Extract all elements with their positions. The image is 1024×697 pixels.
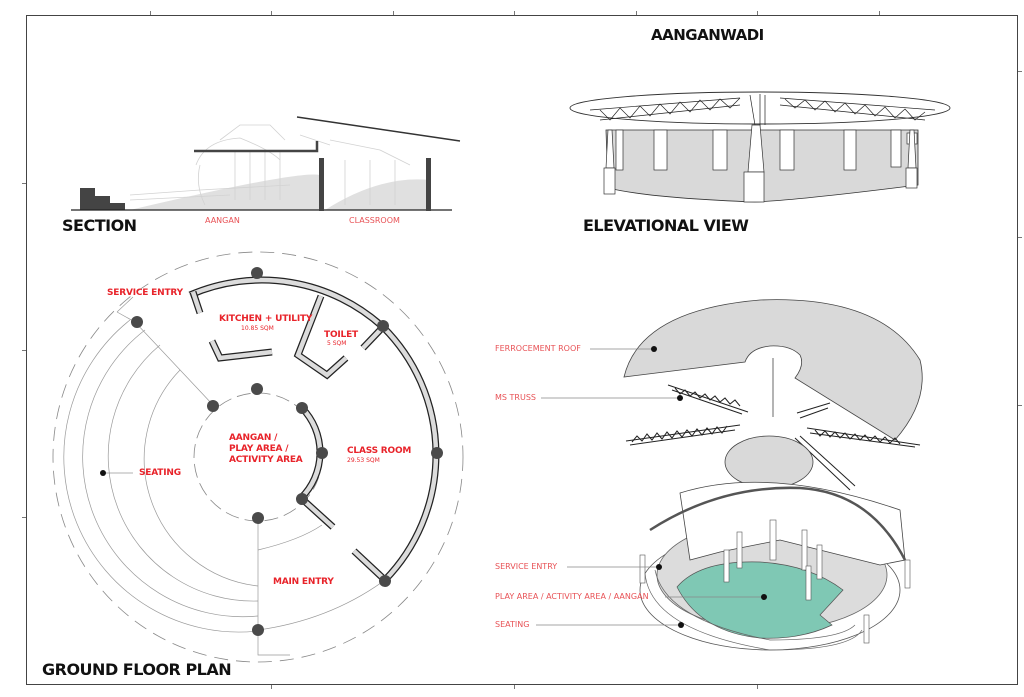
exploded-ferrocement-roof [623,299,923,441]
border-tick [271,11,272,15]
section-ghost-lines [129,124,411,206]
plan-label-classroom: CLASS ROOM [347,446,412,456]
callout-play-area: PLAY AREA / ACTIVITY AREA / AANGAN [495,592,649,601]
plan-toilet-wall [295,295,348,378]
border-tick [514,685,515,689]
exploded-ms-truss [625,384,921,491]
plan-label-service-entry: SERVICE ENTRY [107,288,183,298]
elevation-drawing [569,91,951,203]
callout-ms-truss: MS TRUSS [495,393,536,402]
plan-area-kitchen: 10.85 SQM [241,325,274,332]
section-steps [80,188,125,210]
floor-plan [52,251,464,663]
exploded-center-disc [724,435,814,489]
exploded-seating-ring [644,572,863,651]
border-tick [636,11,637,15]
exploded-seating-ring [654,569,856,641]
border-tick [879,11,880,15]
plan-kitchen-inner-wall [209,340,273,361]
section-drawing [71,116,461,211]
border-tick [1018,405,1022,406]
plan-area-classroom: 29.53 SQM [347,457,380,464]
exploded-callout-leaders [536,348,762,626]
section-title: SECTION [62,216,137,235]
plan-label-toilet: TOILET [324,330,358,340]
plan-columns [131,267,443,636]
section-label-classroom: CLASSROOM [349,216,400,225]
plan-kitchen-wall [190,291,203,314]
plan-label-seating: SEATING [139,468,181,478]
plan-seating-marker [100,470,106,476]
plan-label-aangan-1: AANGAN / [229,433,278,443]
exploded-wall-top [649,486,907,561]
elevation-truss [589,94,936,128]
plan-main-entry-arc [257,524,323,551]
plan-label-aangan-2: PLAY AREA / [229,444,289,454]
section-roof-slab [194,141,319,153]
plan-outer-dashed-boundary [52,251,464,663]
exploded-view [536,299,923,651]
plan-label-aangan-3: ACTIVITY AREA [229,455,303,465]
plan-main-entry-arc [257,579,386,631]
exploded-callout-markers [651,346,767,628]
border-tick [757,685,758,689]
plan-area-toilet: 5 SQM [327,340,347,347]
border-tick [1018,71,1022,72]
elevation-windows [615,129,918,171]
plan-classroom-wall [352,549,387,582]
border-tick [150,11,151,15]
section-ground-fill [325,179,430,210]
plan-outer-wall-fill [189,277,439,582]
plan-label-main-entry: MAIN ENTRY [273,577,334,587]
section-sloped-roof [296,116,461,142]
border-tick [271,685,272,689]
callout-seating: SEATING [495,620,530,629]
plan-title: GROUND FLOOR PLAN [42,660,232,679]
border-tick [22,350,26,351]
section-ground-fill [130,174,320,210]
border-tick [22,183,26,184]
border-tick [514,11,515,15]
callout-ferrocement-roof: FERROCEMENT ROOF [495,344,581,353]
border-tick [1018,237,1022,238]
section-label-aangan: AANGAN [205,216,240,225]
plan-main-entry-lines [257,520,290,656]
section-classroom-wall [426,158,431,211]
exploded-columns [639,519,911,644]
plan-seating-arcs [63,319,259,633]
plan-label-kitchen: KITCHEN + UTILITY [219,314,313,324]
border-tick [22,517,26,518]
exploded-walls [679,481,906,566]
border-tick [757,11,758,15]
elevation-title: ELEVATIONAL VIEW [583,216,749,235]
elevation-columns [603,124,918,203]
exploded-play-area [676,561,844,639]
sheet-title: AANGANWADI [651,26,764,44]
section-classroom-wall [319,158,324,211]
border-tick [393,11,394,15]
callout-service-entry: SERVICE ENTRY [495,562,558,571]
